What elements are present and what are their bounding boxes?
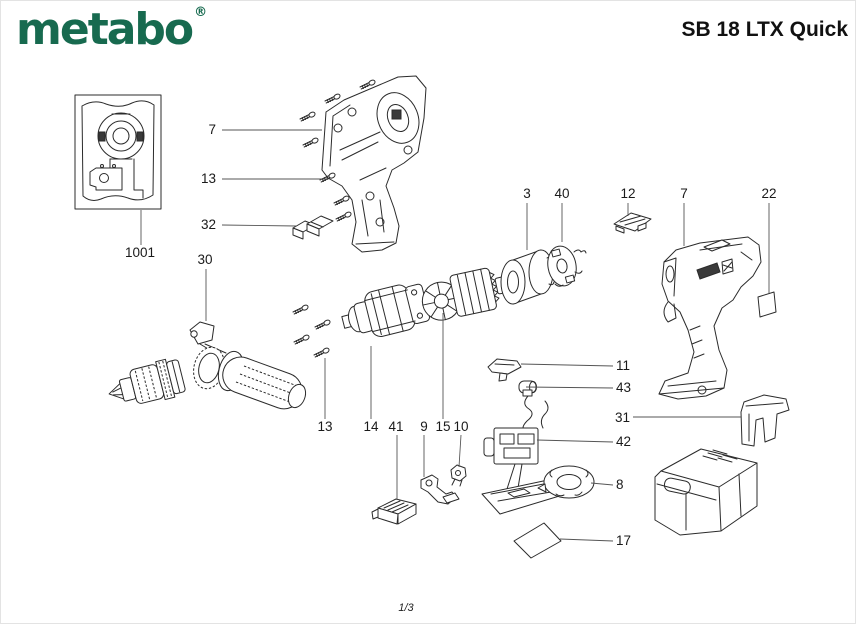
part-label-13-bottom: 13 — [317, 419, 332, 434]
part-8-mount-ring-drawing — [537, 465, 595, 499]
part-40-brush-plate-drawing — [547, 245, 587, 287]
registered-trademark-symbol: ® — [194, 5, 208, 20]
chuck-drawing — [108, 358, 186, 404]
part-12-clip-drawing — [613, 212, 652, 234]
part-label-7-left: 7 — [208, 122, 216, 137]
part-31-belt-hook-drawing — [740, 394, 790, 447]
part-label-41: 41 — [388, 419, 403, 434]
model-title: SB 18 LTX Quick — [681, 18, 849, 41]
part-label-11: 11 — [616, 358, 630, 373]
part-3-stator-drawing — [500, 249, 555, 305]
page-indicator: 1/3 — [398, 602, 414, 614]
part-label-17: 17 — [616, 533, 631, 548]
part-label-12: 12 — [620, 186, 635, 201]
part-7-assembled-housing-drawing — [658, 236, 762, 400]
part-label-31: 31 — [615, 410, 630, 425]
part-7-housing-half-drawing — [321, 75, 427, 253]
part-label-22: 22 — [761, 186, 776, 201]
part-label-30: 30 — [197, 252, 212, 267]
part-label-40: 40 — [554, 186, 569, 201]
armature-rotor-drawing — [421, 267, 508, 321]
part-label-43: 43 — [616, 380, 631, 395]
part-32-button-drawing — [292, 215, 334, 240]
part-10-spring-clip-drawing — [450, 464, 467, 487]
part-11-slide-lever-drawing — [487, 358, 522, 382]
part-22-label-sticker-drawing — [757, 291, 777, 318]
part-label-8: 8 — [616, 477, 624, 492]
part-17-label-sticker-drawing — [513, 522, 562, 559]
part-number-labels: 7 13 32 1001 30 3 40 12 7 22 11 43 31 42… — [125, 122, 777, 548]
part-label-9: 9 — [420, 419, 428, 434]
part-41-latch-button-drawing — [371, 498, 417, 525]
part-label-42: 42 — [616, 434, 631, 449]
part-label-13-left: 13 — [201, 171, 216, 186]
part-9-lever-drawing — [420, 474, 460, 505]
leader-lines — [140, 129, 770, 542]
battery-pack-drawing — [654, 448, 758, 536]
part-1001-wiring-inset-drawing — [74, 94, 162, 210]
part-14-gearbox-drawing — [341, 283, 431, 338]
part-label-3: 3 — [523, 186, 531, 201]
part-42-switch-drawing — [481, 389, 567, 515]
part-label-14: 14 — [363, 419, 379, 434]
part-label-32: 32 — [201, 217, 216, 232]
part-label-15: 15 — [435, 419, 450, 434]
metabo-logo-text: metabo — [16, 4, 194, 55]
part-label-7-right: 7 — [680, 186, 688, 201]
metabo-logo: metabo® — [16, 6, 207, 52]
part-label-1001: 1001 — [125, 245, 155, 260]
part-label-10: 10 — [453, 419, 468, 434]
part-30-side-handle-drawing — [189, 321, 307, 410]
